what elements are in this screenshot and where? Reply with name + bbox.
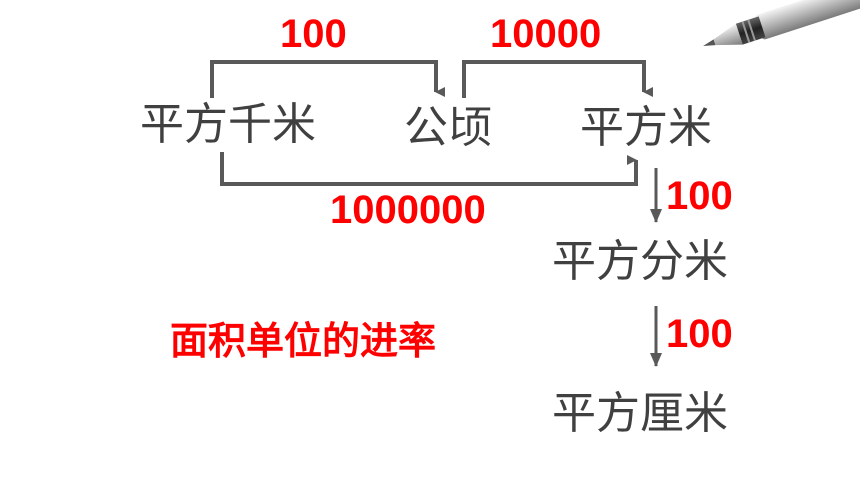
pen-icon xyxy=(703,0,860,46)
bracket-km-to-sqm xyxy=(220,152,638,186)
unit-square-decimeter: 平方分米 xyxy=(552,236,728,287)
unit-hectare: 公顷 xyxy=(404,102,492,153)
bracket-hectare-to-sqm xyxy=(462,60,653,98)
unit-square-meter: 平方米 xyxy=(580,102,712,153)
bracket-km-to-hectare xyxy=(210,60,445,98)
unit-square-kilometer: 平方千米 xyxy=(140,99,316,150)
unit-square-centimeter: 平方厘米 xyxy=(552,388,728,439)
factor-sqm-to-sqdm: 100 xyxy=(666,174,733,218)
diagram-title: 面积单位的进率 xyxy=(170,319,437,363)
factor-km-to-hectare: 100 xyxy=(280,12,347,56)
factor-hectare-to-sqm: 10000 xyxy=(490,12,602,56)
factor-sqdm-to-sqcm: 100 xyxy=(666,312,733,356)
factor-km-to-sqm: 1000000 xyxy=(330,188,486,232)
